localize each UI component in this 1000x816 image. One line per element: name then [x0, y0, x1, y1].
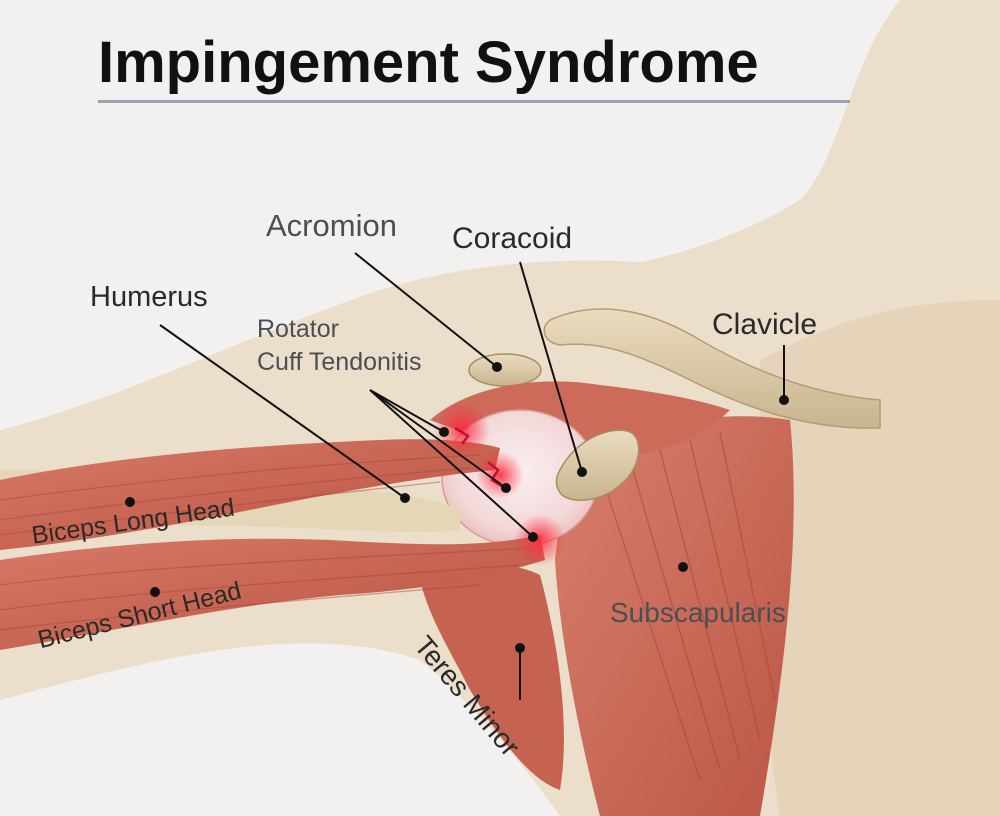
label-rotator-line2: Cuff Tendonitis [257, 348, 422, 376]
teres-minor-muscle [420, 564, 564, 790]
tendon-tear [454, 426, 506, 490]
coracoid-bone [555, 429, 640, 501]
label-clavicle: Clavicle [712, 308, 818, 341]
biceps-short-head-muscle [0, 535, 545, 650]
biceps-long-head-fibers [0, 454, 481, 536]
subscapularis-fibers [599, 431, 776, 781]
clavicle-bone [543, 308, 881, 429]
label-rotator-line1: Rotator [257, 315, 339, 343]
inflammation-glow [514, 514, 566, 566]
chest-shadow [760, 300, 1000, 816]
label-acromion: Acromion [266, 208, 397, 243]
label-coracoid: Coracoid [452, 222, 573, 255]
inflammation-glow [434, 402, 490, 458]
leader-lines [159, 252, 785, 700]
label-subscapularis: Subscapularis [610, 597, 786, 628]
acromion-bone [468, 353, 542, 387]
label-dots [125, 362, 789, 653]
biceps-short-head-fibers [0, 547, 531, 631]
biceps-long-head-muscle [0, 439, 500, 550]
page-title: Impingement Syndrome [98, 30, 759, 95]
label-humerus: Humerus [90, 281, 208, 313]
title-underline [98, 100, 850, 103]
